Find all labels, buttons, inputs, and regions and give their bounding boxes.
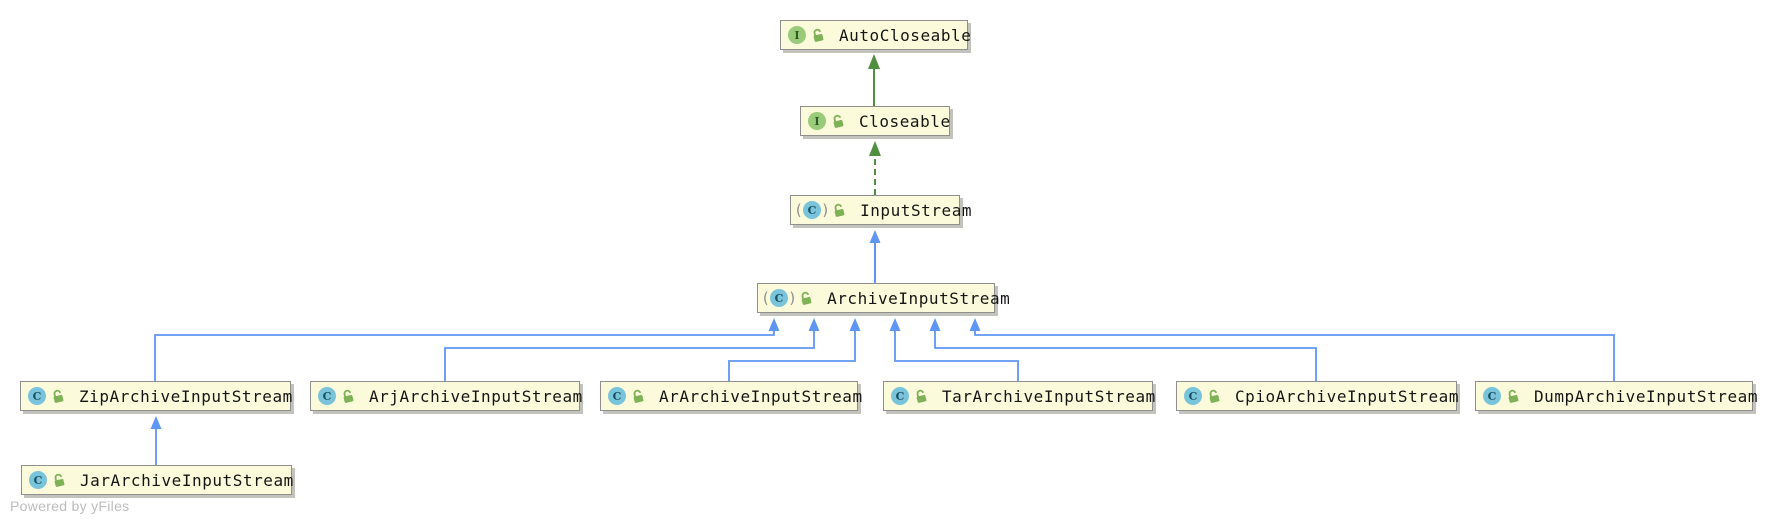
unlocked-lock-icon <box>809 26 827 44</box>
unlocked-lock-icon <box>1504 387 1522 405</box>
edge-cpio-extends-archiveinputstream <box>929 318 1317 381</box>
class-node-inputstream[interactable]: ( C ) InputStream <box>790 195 972 225</box>
class-name-label: AutoCloseable <box>839 25 972 45</box>
class-node-tararchiveinputstream[interactable]: C TarArchiveInputStream <box>883 381 1156 411</box>
edge-closeable-extends-autocloseable <box>868 54 880 106</box>
class-node-ararchiveinputstream[interactable]: C ArArchiveInputStream <box>600 381 862 411</box>
unlocked-lock-icon <box>629 387 647 405</box>
unlocked-lock-icon <box>49 387 67 405</box>
class-name-label: ArchiveInputStream <box>827 288 1011 308</box>
unlocked-lock-icon <box>1205 387 1223 405</box>
edge-zip-extends-archiveinputstream <box>154 318 780 381</box>
edge-archiveinputstream-extends-inputstream <box>869 230 881 283</box>
class-icon: C <box>891 387 909 405</box>
abstract-paren-open: ( <box>794 201 804 219</box>
class-node-jararchiveinputstream[interactable]: C JarArchiveInputStream <box>21 465 294 495</box>
class-icon: C <box>29 471 47 489</box>
abstract-class-icon: C <box>803 201 822 219</box>
class-name-label: JarArchiveInputStream <box>80 470 294 490</box>
unlocked-lock-icon <box>830 201 848 219</box>
class-node-archiveinputstream[interactable]: ( C ) ArchiveInputStream <box>757 283 1010 313</box>
yfiles-watermark: Powered by yFiles <box>10 498 130 514</box>
class-name-label: ArjArchiveInputStream <box>369 386 583 406</box>
class-node-arjarchiveinputstream[interactable]: C ArjArchiveInputStream <box>310 381 583 411</box>
unlocked-lock-icon <box>912 387 930 405</box>
abstract-paren-close: ) <box>821 201 831 219</box>
class-name-label: CpioArchiveInputStream <box>1235 386 1460 406</box>
edge-tar-extends-archiveinputstream <box>889 318 1019 381</box>
class-name-label: ArArchiveInputStream <box>659 386 863 406</box>
class-name-label: DumpArchiveInputStream <box>1534 386 1759 406</box>
abstract-paren-open: ( <box>761 289 771 307</box>
interface-icon: I <box>788 26 806 44</box>
interface-icon: I <box>808 112 826 130</box>
class-icon: C <box>1184 387 1202 405</box>
class-icon: C <box>28 387 46 405</box>
abstract-paren-close: ) <box>788 289 798 307</box>
class-name-label: TarArchiveInputStream <box>942 386 1156 406</box>
class-node-cpioarchiveinputstream[interactable]: C CpioArchiveInputStream <box>1176 381 1460 411</box>
class-name-label: InputStream <box>860 200 973 220</box>
class-name-label: ZipArchiveInputStream <box>79 386 293 406</box>
edge-inputstream-implements-closeable <box>869 141 881 195</box>
unlocked-lock-icon <box>50 471 68 489</box>
unlocked-lock-icon <box>797 289 815 307</box>
class-icon: C <box>1483 387 1501 405</box>
class-name-label: Closeable <box>859 111 951 131</box>
class-node-ziparchiveinputstream[interactable]: C ZipArchiveInputStream <box>20 381 293 411</box>
class-node-autocloseable[interactable]: I AutoCloseable <box>780 20 972 50</box>
edge-arj-extends-archiveinputstream <box>444 318 820 381</box>
edge-jar-extends-zip <box>150 416 162 465</box>
abstract-class-icon: C <box>770 289 789 307</box>
unlocked-lock-icon <box>339 387 357 405</box>
class-node-closeable[interactable]: I Closeable <box>800 106 950 136</box>
class-node-dumparchiveinputstream[interactable]: C DumpArchiveInputStream <box>1475 381 1757 411</box>
edge-ar-extends-archiveinputstream <box>728 318 861 381</box>
class-icon: C <box>318 387 336 405</box>
edge-dump-extends-archiveinputstream <box>969 318 1615 381</box>
class-icon: C <box>608 387 626 405</box>
unlocked-lock-icon <box>829 112 847 130</box>
